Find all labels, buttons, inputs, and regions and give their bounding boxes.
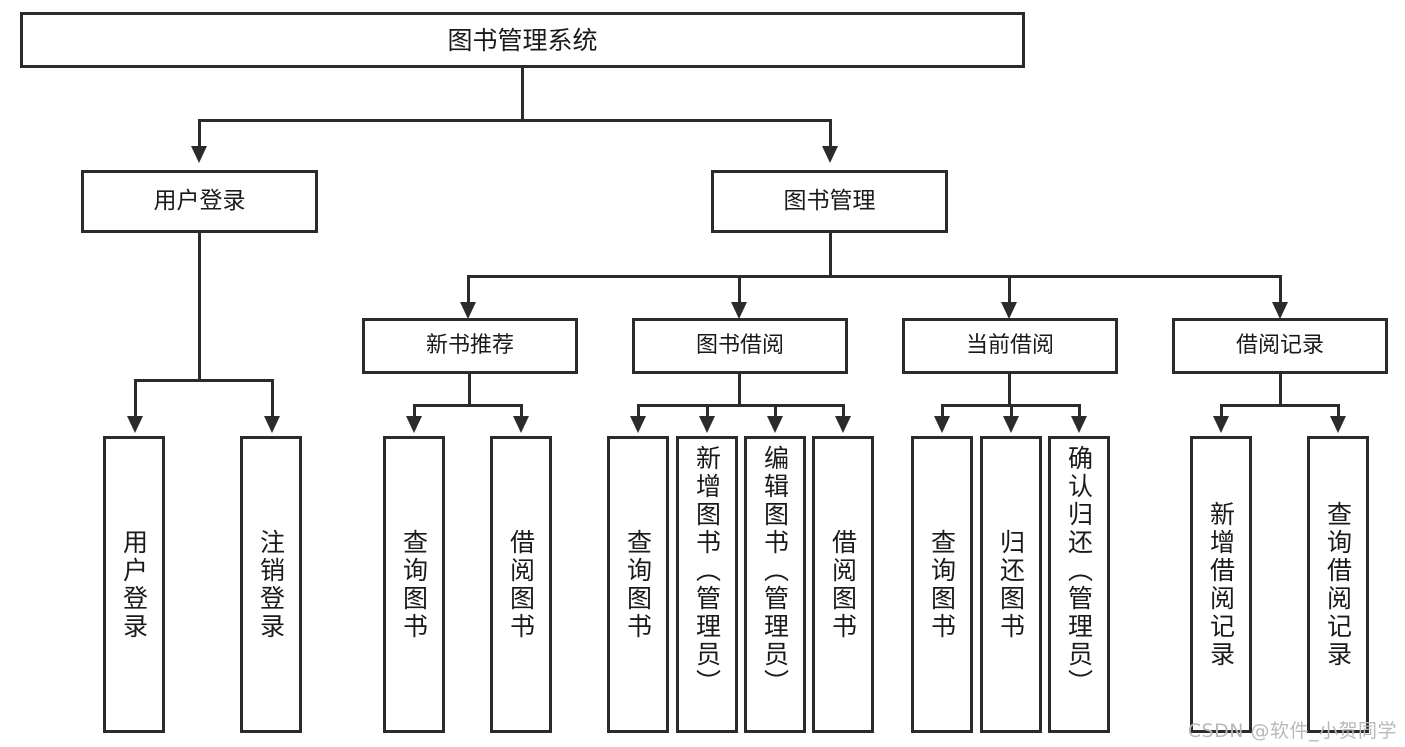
leaf-label: 用户登录 xyxy=(119,528,149,641)
leaf-add-borrow-record[interactable]: 新增借阅记录 xyxy=(1190,436,1252,733)
arrow-bookmgmt-to-borrowrecords xyxy=(1272,302,1288,319)
leaf-return-books[interactable]: 归还图书 xyxy=(980,436,1042,733)
connector-userlogin-to-leaf2 xyxy=(271,379,274,418)
connector-borrowrecords-stem xyxy=(1279,374,1282,406)
node-current-borrow[interactable]: 当前借阅 xyxy=(902,318,1118,374)
arrow-root-to-bookmgmt xyxy=(822,146,838,163)
leaf-user-login[interactable]: 用户登录 xyxy=(103,436,165,733)
node-label: 新书推荐 xyxy=(425,333,514,358)
leaf-borrow-books-borrow[interactable]: 借阅图书 xyxy=(812,436,874,733)
leaf-label: 确认归还（管理员） xyxy=(1064,445,1094,697)
leaf-label: 借阅图书 xyxy=(506,528,536,641)
arrow-newbooks-to-leaf1 xyxy=(406,416,422,433)
connector-bookborrow-stem xyxy=(738,374,741,406)
connector-userlogin-stem xyxy=(198,233,201,381)
arrow-bookborrow-to-leaf1 xyxy=(630,416,646,433)
leaf-logout[interactable]: 注销登录 xyxy=(240,436,302,733)
arrow-borrowrecords-to-leaf1 xyxy=(1213,416,1229,433)
connector-currentborrow-to-leaf3 xyxy=(1078,404,1081,418)
connector-currentborrow-to-leaf2 xyxy=(1010,404,1013,418)
connector-bookmgmt-to-currentborrow xyxy=(1008,275,1011,304)
connector-bookborrow-to-leaf1 xyxy=(637,404,640,418)
leaf-borrow-books-newbooks[interactable]: 借阅图书 xyxy=(490,436,552,733)
connector-bookborrow-to-leaf3 xyxy=(774,404,777,418)
node-book-borrow[interactable]: 图书借阅 xyxy=(632,318,848,374)
node-new-book-recommend[interactable]: 新书推荐 xyxy=(362,318,578,374)
node-book-management[interactable]: 图书管理 xyxy=(711,170,948,233)
connector-currentborrow-to-leaf1 xyxy=(941,404,944,418)
connector-borrowrecords-to-leaf1 xyxy=(1220,404,1223,418)
connector-bookmgmt-to-bookborrow xyxy=(738,275,741,304)
connector-newbooks-to-leaf2 xyxy=(520,404,523,418)
node-root-system[interactable]: 图书管理系统 xyxy=(20,12,1025,68)
arrow-bookmgmt-to-newbooks xyxy=(460,302,476,319)
arrow-bookborrow-to-leaf4 xyxy=(835,416,851,433)
arrow-root-to-userlogin xyxy=(191,146,207,163)
leaf-label: 新增借阅记录 xyxy=(1206,500,1236,669)
leaf-query-books-current[interactable]: 查询图书 xyxy=(911,436,973,733)
connector-root-to-bookmgmt xyxy=(829,119,832,148)
node-user-login[interactable]: 用户登录 xyxy=(81,170,318,233)
arrow-borrowrecords-to-leaf2 xyxy=(1330,416,1346,433)
leaf-edit-book-admin[interactable]: 编辑图书（管理员） xyxy=(744,436,806,733)
connector-userlogin-bus xyxy=(134,379,274,382)
connector-root-to-userlogin xyxy=(198,119,201,148)
connector-bookmgmt-to-borrowrecords xyxy=(1279,275,1282,304)
arrow-bookmgmt-to-bookborrow xyxy=(731,302,747,319)
leaf-label: 注销登录 xyxy=(256,528,286,641)
leaf-query-borrow-record[interactable]: 查询借阅记录 xyxy=(1307,436,1369,733)
node-label: 图书借阅 xyxy=(695,333,784,358)
arrow-newbooks-to-leaf2 xyxy=(513,416,529,433)
arrow-bookmgmt-to-currentborrow xyxy=(1001,302,1017,319)
arrow-currentborrow-to-leaf3 xyxy=(1071,416,1087,433)
connector-bookborrow-bus xyxy=(637,404,845,407)
leaf-label: 新增图书（管理员） xyxy=(692,445,722,697)
connector-newbooks-to-leaf1 xyxy=(413,404,416,418)
arrow-currentborrow-to-leaf1 xyxy=(934,416,950,433)
watermark-text: CSDN @软件_小贺同学 xyxy=(1187,720,1397,742)
leaf-label: 查询图书 xyxy=(927,528,957,641)
connector-bookborrow-to-leaf4 xyxy=(842,404,845,418)
leaf-confirm-return-admin[interactable]: 确认归还（管理员） xyxy=(1048,436,1110,733)
node-label: 图书管理 xyxy=(783,188,876,214)
node-label: 借阅记录 xyxy=(1235,333,1324,358)
connector-root-bus xyxy=(198,119,832,122)
leaf-label: 查询图书 xyxy=(623,528,653,641)
connector-bookmgmt-to-newbooks xyxy=(467,275,470,304)
arrow-currentborrow-to-leaf2 xyxy=(1003,416,1019,433)
leaf-label: 借阅图书 xyxy=(828,528,858,641)
arrow-userlogin-to-leaf2 xyxy=(264,416,280,433)
leaf-query-books-borrow[interactable]: 查询图书 xyxy=(607,436,669,733)
leaf-label: 查询图书 xyxy=(399,528,429,641)
connector-userlogin-to-leaf1 xyxy=(134,379,137,418)
node-label: 用户登录 xyxy=(153,188,246,214)
leaf-add-book-admin[interactable]: 新增图书（管理员） xyxy=(676,436,738,733)
node-borrow-records[interactable]: 借阅记录 xyxy=(1172,318,1388,374)
connector-currentborrow-stem xyxy=(1008,374,1011,406)
connector-bookborrow-to-leaf2 xyxy=(706,404,709,418)
connector-bookmgmt-stem xyxy=(829,233,832,277)
connector-bookmgmt-bus xyxy=(467,275,1282,278)
node-label: 当前借阅 xyxy=(965,333,1054,358)
connector-borrowrecords-to-leaf2 xyxy=(1337,404,1340,418)
connector-borrowrecords-bus xyxy=(1220,404,1340,407)
leaf-query-books-newbooks[interactable]: 查询图书 xyxy=(383,436,445,733)
node-label: 图书管理系统 xyxy=(447,25,598,55)
leaf-label: 编辑图书（管理员） xyxy=(760,445,790,697)
arrow-bookborrow-to-leaf3 xyxy=(767,416,783,433)
arrow-bookborrow-to-leaf2 xyxy=(699,416,715,433)
leaf-label: 归还图书 xyxy=(996,528,1026,641)
connector-newbooks-stem xyxy=(468,374,471,406)
connector-root-stem xyxy=(521,68,524,121)
arrow-userlogin-to-leaf1 xyxy=(127,416,143,433)
connector-newbooks-bus xyxy=(413,404,523,407)
leaf-label: 查询借阅记录 xyxy=(1323,500,1353,669)
